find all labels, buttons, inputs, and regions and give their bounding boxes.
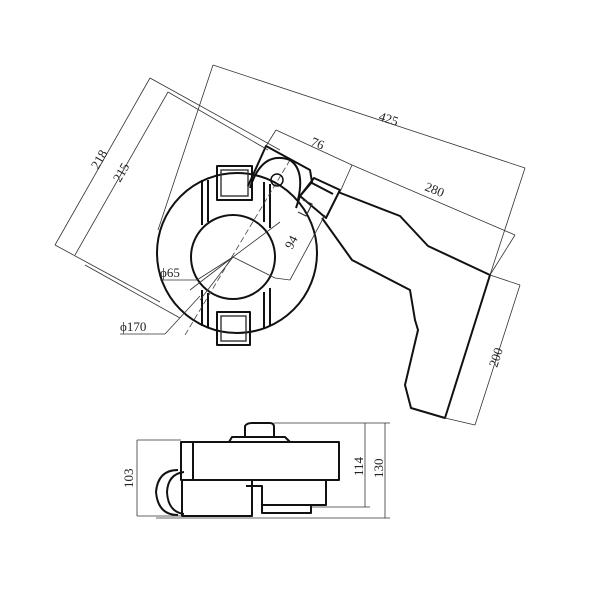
top-view [156,145,491,419]
top-lug [216,165,253,201]
dim-130: 130 [371,459,386,479]
dim-425: 425 [377,109,400,129]
lower-body [181,479,253,517]
top-view-dimensions: 425 218 215 76 280 200 94 ϕ65 [54,64,526,426]
dim-114: 114 [351,456,366,476]
dim-phi170: ϕ170 [120,319,146,334]
side-bands [201,180,271,328]
dim-phi65: ϕ65 [160,265,180,280]
main-body [180,441,340,481]
dim-215: 215 [110,160,133,184]
end-cap-inner [166,471,185,515]
outer-ring [156,172,318,334]
dim-280: 280 [423,179,447,200]
side-view [155,422,340,517]
inner-bore [190,214,276,300]
swivel-link [247,145,341,219]
dim-218: 218 [88,147,111,171]
dim-94: 94 [281,232,301,251]
bottom-lug [216,311,251,346]
side-view-dimensions: 103 114 130 [121,422,390,519]
center-lines [184,159,291,336]
dim-76: 76 [309,134,327,153]
top-boss [244,422,275,437]
dim-103: 103 [121,469,136,489]
tool-arm [321,191,491,419]
dim-200: 200 [486,346,506,369]
end-cap-outer [155,469,179,516]
